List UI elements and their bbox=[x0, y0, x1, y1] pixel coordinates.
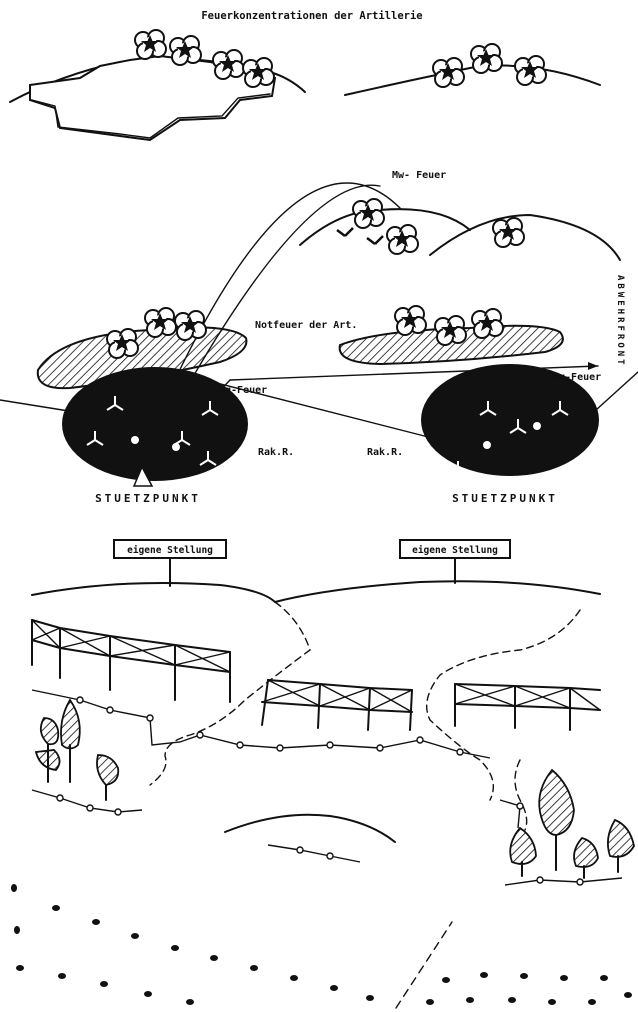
wire-obstacle-middle bbox=[261, 679, 413, 731]
shell-burst-icon bbox=[434, 315, 467, 346]
strongpoint-right bbox=[421, 364, 599, 476]
wire-obstacle-right bbox=[454, 683, 601, 731]
mortar-symbol-icon bbox=[366, 235, 384, 245]
artillery-concentration-right bbox=[344, 43, 601, 96]
ridge-line bbox=[31, 580, 601, 603]
strongpoint-entry-marker bbox=[132, 465, 154, 487]
mortar-fire-label: Mw- Feuer bbox=[392, 170, 446, 181]
mortar-burst-icon bbox=[492, 217, 525, 248]
shell-burst-icon bbox=[134, 29, 167, 60]
mortar-symbol-icon bbox=[336, 227, 354, 237]
shell-burst-icon bbox=[169, 35, 202, 66]
tree-icon bbox=[96, 754, 120, 801]
plateau-terrain bbox=[29, 54, 277, 142]
shell-burst-icon bbox=[106, 328, 139, 359]
small-hill bbox=[224, 813, 396, 843]
strongpoint-left bbox=[62, 367, 248, 487]
strongpoint-label-right: STUETZPUNKT bbox=[452, 492, 558, 505]
defense-front-label: ABWEHRFRONT bbox=[615, 275, 625, 368]
own-position-label-right: eigene Stellung bbox=[412, 545, 498, 556]
communication-trenches bbox=[149, 601, 581, 831]
obstacle-lines bbox=[31, 689, 623, 886]
own-position-label-left: eigene Stellung bbox=[127, 545, 213, 556]
own-position-sign-right: eigene Stellung bbox=[399, 539, 511, 584]
rocket-launcher-label-left: Rak.R. bbox=[258, 447, 294, 458]
boundary-line bbox=[395, 921, 453, 1009]
artillery-concentration-left bbox=[9, 29, 306, 142]
tree-icon bbox=[573, 836, 599, 879]
shell-burst-icon bbox=[470, 43, 503, 74]
tree-icon bbox=[509, 826, 537, 877]
mortar-burst-icon bbox=[386, 224, 419, 255]
emergency-fire-zone-left bbox=[36, 307, 248, 390]
wire-obstacle-left bbox=[31, 619, 231, 703]
strongpoint-label-left: STUETZPUNKT bbox=[95, 492, 201, 505]
diagram-title: Feuerkonzentrationen der Artillerie bbox=[201, 10, 422, 22]
mortar-burst-icon bbox=[352, 198, 385, 229]
emergency-fire-label: Notfeuer der Art. bbox=[255, 320, 357, 331]
shell-burst-icon bbox=[471, 308, 504, 339]
own-position-sign-left: eigene Stellung bbox=[113, 539, 227, 587]
mg-fire-label-right: Mg-Feuer bbox=[553, 372, 601, 383]
shell-burst-icon bbox=[174, 310, 207, 341]
shell-burst-icon bbox=[212, 49, 245, 80]
tree-icon bbox=[34, 717, 61, 783]
tree-icon bbox=[538, 768, 575, 871]
tree-group-left bbox=[34, 698, 120, 801]
tree-icon bbox=[606, 818, 635, 873]
shell-burst-icon bbox=[144, 307, 177, 338]
tree-icon bbox=[60, 698, 81, 783]
tree-group-right bbox=[509, 768, 635, 879]
shell-burst-icon bbox=[514, 55, 547, 86]
rocket-launcher-label-mid: Rak.R. bbox=[367, 447, 403, 458]
shell-burst-icon bbox=[432, 57, 465, 88]
mg-fire-label-left: Mg-Feuer bbox=[219, 385, 267, 396]
emergency-fire-zone-right bbox=[338, 305, 564, 366]
enemy-dot-field bbox=[11, 884, 632, 1005]
shell-burst-icon bbox=[394, 305, 427, 336]
shell-burst-icon bbox=[242, 57, 275, 88]
